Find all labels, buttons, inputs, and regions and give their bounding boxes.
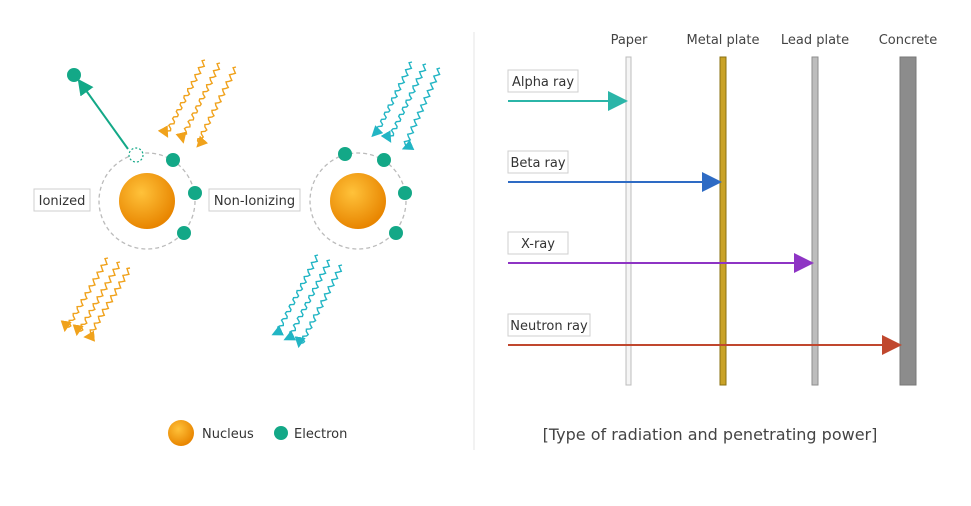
barrier-metal-plate (719, 56, 727, 386)
radiation-wave (60, 257, 109, 333)
legend-nucleus-icon (168, 420, 194, 446)
barriers: Paper Metal plate Lead plate Concrete (611, 33, 938, 386)
ray-label-beta: Beta ray (510, 156, 565, 171)
radiation-wave (271, 254, 319, 336)
ejected-electron (67, 68, 81, 82)
barrier-lead-plate (811, 56, 819, 386)
radiation-wave (294, 264, 343, 349)
ionized-incoming-waves (157, 59, 237, 148)
electron (166, 153, 180, 167)
legend-nucleus-label: Nucleus (202, 427, 254, 442)
ray-label-x: X-ray (521, 237, 555, 252)
ejected-electron-path (77, 78, 129, 150)
vacancy-electron (128, 147, 144, 163)
electron (338, 147, 352, 161)
radiation-wave (283, 259, 331, 341)
electron (177, 226, 191, 240)
legend-electron-icon (274, 426, 288, 440)
electron (188, 186, 202, 200)
diagram-caption: [Type of radiation and penetrating power… (543, 425, 878, 444)
nonionizing-atom (271, 61, 441, 349)
barrier-concrete (899, 56, 917, 386)
nonionizing-nucleus (330, 173, 386, 229)
ray-neutron: Neutron ray (507, 313, 902, 355)
nonionizing-incoming-waves (371, 61, 441, 150)
ionized-label: Ionized (39, 194, 86, 209)
legend: Nucleus Electron (168, 420, 347, 446)
radiation-wave (401, 67, 441, 150)
ray-alpha: Alpha ray (507, 69, 628, 111)
nonionizing-outgoing-waves (271, 254, 343, 349)
radiation-wave (380, 63, 427, 143)
ray-x: X-ray (507, 231, 814, 273)
ray-label-neutron: Neutron ray (510, 319, 588, 334)
nonionizing-orbit (309, 152, 407, 250)
radiation-wave (83, 267, 131, 342)
legend-electron-label: Electron (294, 427, 347, 442)
barrier-header-paper: Paper (611, 33, 648, 48)
ionized-orbit (98, 152, 196, 250)
electron (398, 186, 412, 200)
radiation-wave (371, 61, 413, 138)
nonionizing-label-box: Non-Ionizing (208, 188, 301, 212)
barrier-header-lead-plate: Lead plate (781, 33, 849, 48)
ionized-atom (60, 59, 237, 342)
barrier-paper (625, 56, 632, 386)
radiation-wave (72, 261, 121, 337)
radiation-wave (196, 66, 237, 148)
ionized-outgoing-waves (60, 257, 131, 342)
ray-label-alpha: Alpha ray (512, 75, 574, 90)
electron (389, 226, 403, 240)
barrier-header-concrete: Concrete (879, 33, 938, 48)
barrier-header-metal-plate: Metal plate (687, 33, 760, 48)
ionized-label-box: Ionized (33, 188, 91, 212)
ionized-nucleus (119, 173, 175, 229)
radiation-wave (157, 59, 206, 138)
electron (377, 153, 391, 167)
nonionizing-label: Non-Ionizing (214, 194, 295, 209)
ray-beta: Beta ray (507, 150, 722, 192)
radiation-wave (175, 62, 221, 144)
